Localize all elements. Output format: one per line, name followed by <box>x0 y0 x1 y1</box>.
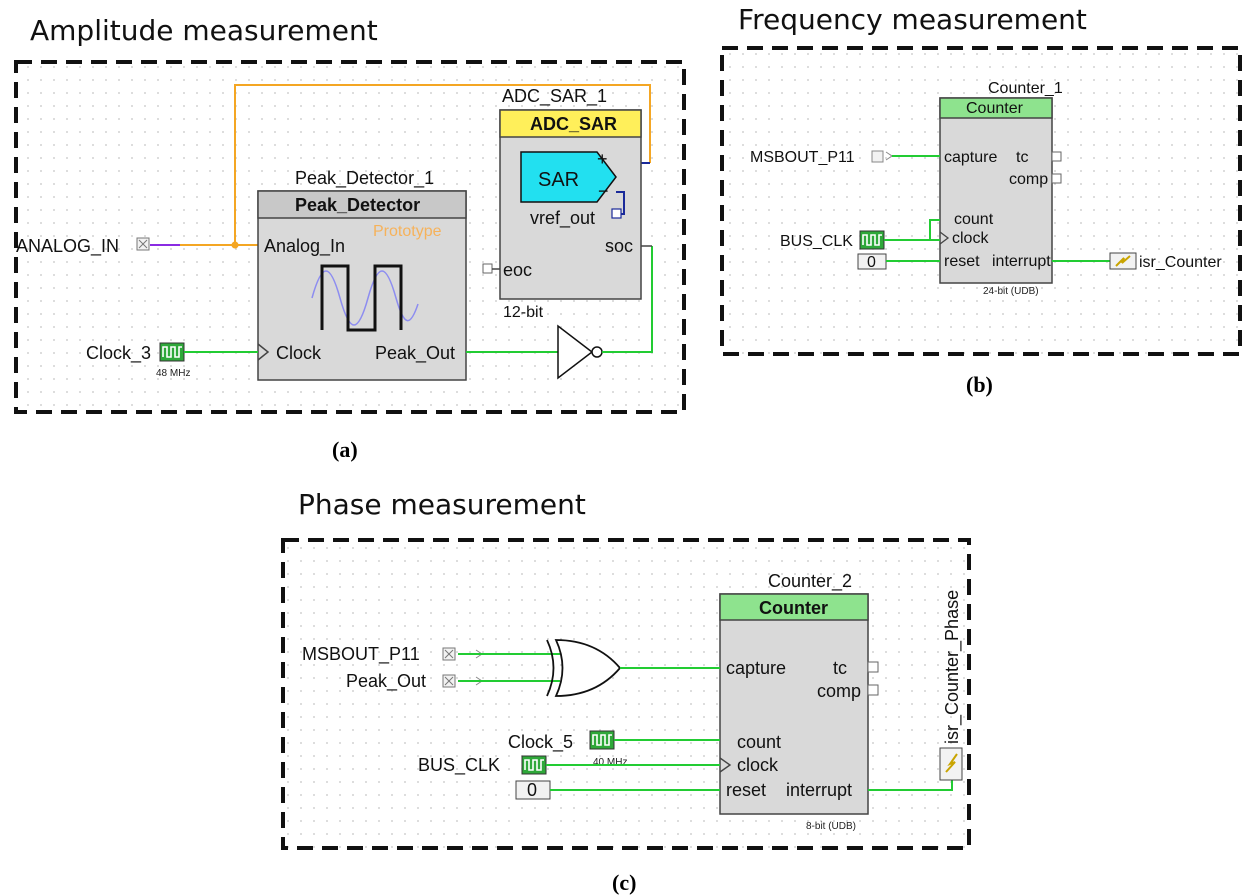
peak-detector-instance: Peak_Detector_1 <box>295 168 434 189</box>
panel-a-frame <box>14 60 686 414</box>
panel-c: Phase measurement Counter_2 Counter capt… <box>281 488 971 895</box>
counter2-pin-tc: tc <box>833 658 847 678</box>
clock-edge-icon <box>257 343 270 361</box>
inverter-gate <box>557 324 594 380</box>
peak-pin-analog-in: Analog_In <box>264 236 345 257</box>
counter1-block[interactable] <box>939 97 1053 284</box>
bus-clk-icon-c <box>521 755 547 775</box>
adc-eoc: eoc <box>503 260 532 280</box>
panel-c-caption: (c) <box>612 870 636 895</box>
bus-clk-icon-b <box>859 230 885 250</box>
counter1-pin-tc: tc <box>1016 149 1028 166</box>
counter1-pin-comp: comp <box>1009 171 1048 188</box>
counter1-pin-interrupt: interrupt <box>992 253 1051 270</box>
sar-symbol <box>520 151 617 203</box>
clock3-label: Clock_3 <box>86 343 151 364</box>
counter1-input-label: MSBOUT_P11 <box>750 149 855 166</box>
panel-c-title: Phase measurement <box>298 488 586 521</box>
peak-detector-header <box>257 190 467 219</box>
adc-soc: soc <box>605 236 633 256</box>
svg-text:+: + <box>597 149 608 169</box>
panel-b-frame <box>720 46 1242 356</box>
clock3-icon <box>159 342 185 362</box>
panel-b-title: Frequency measurement <box>738 3 1087 36</box>
vref-terminal <box>611 208 622 219</box>
counter2-instance: Counter_2 <box>768 571 852 592</box>
clock3-freq: 48 MHz <box>156 368 190 379</box>
sar-minus-wire <box>616 191 625 215</box>
counter2-pin-count: count <box>737 732 781 752</box>
adc-sar-block[interactable] <box>499 109 642 300</box>
wire-junction <box>231 241 239 249</box>
prototype-label: Prototype <box>373 223 442 240</box>
clock5-freq: 40 MHz <box>593 757 627 768</box>
counter1-pin-count: count <box>954 211 994 228</box>
counter2-block[interactable] <box>719 593 869 815</box>
peak-pin-clock: Clock <box>276 343 322 363</box>
counter1-resolution: 24-bit (UDB) <box>983 286 1039 297</box>
panel-b-caption: (b) <box>966 372 993 397</box>
counter1-type: Counter <box>966 100 1024 117</box>
xor-gate-back <box>546 639 555 697</box>
counter2-pin-interrupt: interrupt <box>786 780 852 800</box>
analog-in-pin-icon <box>136 237 150 251</box>
peak-detector-type: Peak_Detector <box>295 195 420 215</box>
adc-instance: ADC_SAR_1 <box>502 86 607 107</box>
analog-ref-wire <box>234 84 651 245</box>
counter1-instance: Counter_1 <box>988 80 1063 97</box>
soc-wire <box>602 246 653 353</box>
xor-gate <box>554 639 622 697</box>
bus-clk-label-b: BUS_CLK <box>780 233 853 250</box>
reset-value-b: 0 <box>867 254 876 271</box>
sar-label: SAR <box>538 169 579 191</box>
counter2-type: Counter <box>759 598 828 618</box>
counter2-pin-reset: reset <box>726 780 766 800</box>
adc-resolution: 12-bit <box>503 304 544 321</box>
isr-label-c: isr_Counter_Phase <box>942 590 963 744</box>
adc-type: ADC_SAR <box>530 114 617 134</box>
square-wave-icon <box>320 264 403 332</box>
adc-header <box>499 109 642 138</box>
clock5-label: Clock_5 <box>508 732 573 753</box>
panel-c-frame <box>281 538 971 850</box>
input-pin-icon <box>871 150 884 163</box>
counter1-pin-reset: reset <box>944 253 980 270</box>
isr-label-b: isr_Counter <box>1139 254 1222 271</box>
counter1-pin-capture: capture <box>944 149 997 166</box>
panel-a: Amplitude measurement ANALOG_IN Peak_Det… <box>14 14 686 462</box>
svg-text:−: − <box>598 181 609 201</box>
counter2-header <box>719 593 869 621</box>
xor-input2-pin <box>442 674 456 688</box>
adc-vref: vref_out <box>530 208 595 229</box>
clock5-icon <box>589 730 615 750</box>
counter2-pin-comp: comp <box>817 681 861 701</box>
counter2-resolution: 8-bit (UDB) <box>806 821 856 832</box>
analog-in-label: ANALOG_IN <box>16 236 119 257</box>
counter2-pin-capture: capture <box>726 658 786 678</box>
peak-pin-out: Peak_Out <box>375 343 455 364</box>
xor-input1-label: MSBOUT_P11 <box>302 644 420 665</box>
interrupt-wire-c <box>868 780 953 791</box>
counter2-pin-clock: clock <box>737 755 779 775</box>
panel-a-caption: (a) <box>332 437 358 462</box>
panel-b: Frequency measurement Counter_1 Counter … <box>720 3 1242 397</box>
xor-input1-pin <box>442 647 456 661</box>
bus-clk-label-c: BUS_CLK <box>418 755 500 776</box>
counter1-pin-clock: clock <box>952 230 989 247</box>
xor-input2-label: Peak_Out <box>346 671 426 692</box>
panel-a-title: Amplitude measurement <box>30 14 378 47</box>
reset-value-c: 0 <box>527 780 537 800</box>
counter1-header <box>939 97 1053 119</box>
peak-detector-block[interactable] <box>257 190 467 381</box>
